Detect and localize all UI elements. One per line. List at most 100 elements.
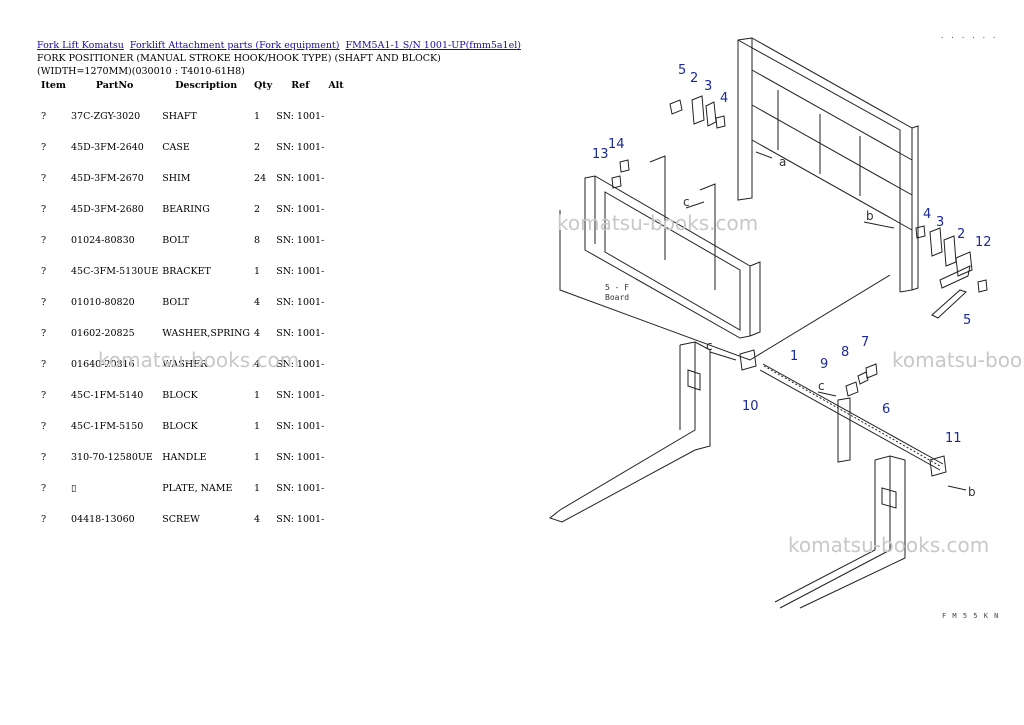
cell-description: SHIM <box>162 173 191 184</box>
cell-item: ? <box>41 142 47 153</box>
cell-item: ? <box>41 483 47 494</box>
cell-description: CASE <box>162 142 190 153</box>
cell-alt <box>328 308 347 339</box>
callout-14: 14 <box>608 137 625 152</box>
header-ref: Ref <box>291 79 310 91</box>
cell-qty: 8 <box>254 235 261 246</box>
diagram-note-2: Board <box>605 293 629 302</box>
ref-c-mid: c <box>818 379 825 393</box>
cell-ref: SN: 1001- <box>276 359 325 370</box>
callout-11: 11 <box>945 431 962 446</box>
cell-item: ? <box>41 421 47 432</box>
diagram-linework <box>548 37 988 609</box>
cell-qty: 24 <box>254 173 267 184</box>
cell-description: BOLT <box>162 235 190 246</box>
cell-description: WASHER,SPRING <box>162 328 251 339</box>
callout-2-right: 2 <box>957 227 965 242</box>
cell-partno: 01010-80820 <box>71 297 135 308</box>
callout-3-top: 3 <box>704 79 712 94</box>
cell-qty: 4 <box>254 359 261 370</box>
cell-qty: 1 <box>254 266 261 277</box>
cell-partno: 04418-13060 <box>71 514 135 525</box>
breadcrumb-link-forklift[interactable]: Fork Lift Komatsu <box>37 40 124 51</box>
cell-ref: SN: 1001- <box>276 173 325 184</box>
diagram-note-1: 5 - F <box>605 283 629 292</box>
cell-description: PLATE, NAME <box>162 483 233 494</box>
cell-alt <box>328 91 347 122</box>
title-line-1: FORK POSITIONER (MANUAL STROKE HOOK/HOOK… <box>37 53 441 64</box>
watermark-4: komatsu-books.com <box>788 533 990 557</box>
ref-c-top: c <box>683 195 690 209</box>
cell-partno: 45C-1FM-5140 <box>71 390 144 401</box>
callout-9: 9 <box>820 357 828 372</box>
callout-6: 6 <box>882 402 890 417</box>
cell-alt <box>328 277 347 308</box>
callout-5-right: 5 <box>963 313 971 328</box>
watermark-1: komatsu-books.com <box>557 211 759 235</box>
cell-partno: 45D-3FM-2670 <box>71 173 144 184</box>
cell-ref: SN: 1001- <box>276 235 325 246</box>
table-header-row: Item PartNo Description Qty Ref Alt <box>37 79 348 91</box>
cell-qty: 2 <box>254 142 261 153</box>
cell-item: ? <box>41 173 47 184</box>
cell-ref: SN: 1001- <box>276 421 325 432</box>
breadcrumb: Fork Lift Komatsu Forklift Attachment pa… <box>37 40 524 51</box>
cell-alt <box>328 122 347 153</box>
cell-qty: 1 <box>254 483 261 494</box>
cell-description: BOLT <box>162 297 190 308</box>
diagram-callouts: 5 2 3 4 13 14 4 3 2 12 5 1 7 8 9 6 10 11 <box>592 63 992 446</box>
cell-description: WASHER <box>162 359 208 370</box>
cell-description: BLOCK <box>162 390 198 401</box>
cell-description: SCREW <box>162 514 200 525</box>
cell-item: ? <box>41 111 47 122</box>
cell-partno: 310-70-12580UE <box>71 452 153 463</box>
diagram-code: F M 5 5 K N <box>942 612 1000 620</box>
cell-ref: SN: 1001- <box>276 266 325 277</box>
cell-item: ? <box>41 328 47 339</box>
cell-item: ? <box>41 390 47 401</box>
cell-alt <box>328 215 347 246</box>
cell-ref: SN: 1001- <box>276 390 325 401</box>
cell-qty: 1 <box>254 390 261 401</box>
cell-partno: 45D-3FM-2680 <box>71 204 144 215</box>
cell-item: ? <box>41 514 47 525</box>
cell-alt <box>328 153 347 184</box>
parts-table: Item PartNo Description Qty Ref Alt ?37C… <box>37 79 348 526</box>
page-title: FORK POSITIONER (MANUAL STROKE HOOK/HOOK… <box>37 53 441 78</box>
cell-item: ? <box>41 297 47 308</box>
header-item: Item <box>41 79 66 91</box>
title-line-2: (WIDTH=1270MM)(030010 : T4010-61H8) <box>37 65 245 77</box>
breadcrumb-link-attachment-parts[interactable]: Forklift Attachment parts (Fork equipmen… <box>129 40 340 51</box>
cell-qty: 1 <box>254 452 261 463</box>
watermark-3: komatsu-books.com <box>892 348 1024 372</box>
cell-partno: 45C-1FM-5150 <box>71 421 144 432</box>
header-partno: PartNo <box>95 79 134 91</box>
ref-a: a <box>779 155 786 169</box>
header-alt: Alt <box>328 79 344 91</box>
callout-4-top: 4 <box>720 91 728 106</box>
cell-ref: SN: 1001- <box>276 328 325 339</box>
callout-7: 7 <box>861 335 869 350</box>
table-row: ? 45C-1FM-5140 BLOCK 1 SN: 1001- <box>37 370 348 401</box>
watermark-2: komatsu-books.com <box>98 348 300 372</box>
header-qty: Qty <box>254 79 273 91</box>
cell-alt <box>328 370 347 401</box>
breadcrumb-link-model[interactable]: FMM5A1-1 S/N 1001-UP(fmm5a1el) <box>345 40 521 51</box>
cell-partno: 45D-3FM-2640 <box>71 142 144 153</box>
parts-diagram: 5 2 3 4 13 14 4 3 2 12 5 1 7 8 9 6 10 11… <box>548 37 992 609</box>
cell-ref: SN: 1001- <box>276 297 325 308</box>
cell-alt <box>328 463 347 494</box>
callout-12: 12 <box>975 235 992 250</box>
cell-description: HANDLE <box>162 452 207 463</box>
